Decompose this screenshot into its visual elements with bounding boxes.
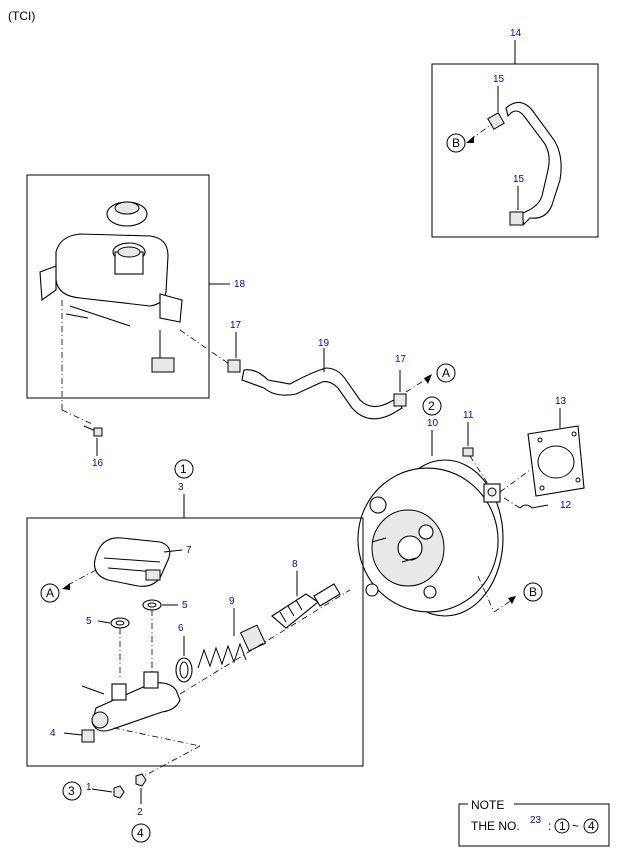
note-title: NOTE	[471, 798, 504, 812]
note-prefix: THE NO.	[471, 819, 520, 833]
callout-13: 13	[555, 396, 567, 407]
callout-15-upper: 15	[493, 74, 505, 85]
fitting-nut-4	[81, 729, 95, 743]
master-cylinder-body	[81, 589, 351, 732]
bolt-16: 16	[83, 425, 104, 469]
variant-label: (TCI)	[8, 9, 35, 23]
callout-12: 12	[560, 500, 572, 511]
note-box: NOTE THE NO. 23 : 1 ~ 4	[458, 798, 610, 847]
piston-spring	[197, 624, 267, 669]
o-ring	[175, 657, 193, 683]
ref-b-right: B	[529, 585, 537, 599]
hose-clamp-lower	[509, 211, 524, 226]
note-range-from: 1	[559, 819, 566, 833]
clamp-17-left	[227, 359, 241, 373]
callout-1: 1	[86, 782, 92, 793]
note-tilde: ~	[572, 819, 579, 833]
callout-10: 10	[427, 418, 439, 429]
vacuum-hose	[505, 101, 562, 225]
reservoir-tank	[55, 233, 169, 307]
hose-19	[241, 367, 403, 420]
callout-4: 4	[50, 728, 56, 739]
clamp-17-right	[393, 393, 407, 407]
callout-17-left: 17	[230, 320, 242, 331]
callout-17-right: 17	[395, 354, 407, 365]
seal-5-left	[110, 617, 130, 629]
callout-8: 8	[292, 559, 298, 570]
group-1-marker: 1	[180, 462, 187, 476]
note-range-to: 4	[588, 819, 595, 833]
seal-5-right	[142, 599, 162, 611]
hose-assembly-box: 14 15 15 B	[431, 28, 599, 238]
reservoir-assembly-box: 18	[26, 174, 246, 425]
ref-b-box: B	[452, 136, 460, 150]
booster-gasket	[527, 425, 585, 497]
callout-16: 16	[92, 458, 104, 469]
callout-19: 19	[318, 338, 330, 349]
group-3-marker: 3	[68, 784, 75, 798]
level-sensor-connector	[151, 357, 175, 373]
ref-a-left: A	[46, 586, 54, 600]
callout-7: 7	[186, 545, 192, 556]
callout-11: 11	[463, 410, 474, 421]
brake-booster: 2 10 B	[357, 396, 543, 617]
callout-2: 2	[137, 807, 143, 818]
clip-12	[519, 504, 549, 509]
bottom-fasteners: 3 1 2 4	[62, 773, 151, 843]
callout-9: 9	[229, 596, 235, 607]
callout-5-right: 5	[182, 600, 188, 611]
booster-fittings: 11 13 12	[462, 396, 585, 511]
note-separator: :	[548, 819, 551, 833]
callout-3: 3	[178, 482, 184, 493]
primary-piston	[271, 583, 341, 629]
group-2-marker: 2	[428, 399, 435, 413]
ref-a-top: A	[442, 366, 450, 380]
nut-2	[135, 773, 147, 787]
callout-6: 6	[178, 623, 184, 634]
callout-14: 14	[510, 28, 522, 39]
note-number: 23	[530, 815, 542, 826]
callout-18: 18	[234, 279, 246, 290]
hose-19-group: 17 19 17 A	[179, 320, 456, 420]
callout-15-lower: 15	[513, 174, 525, 185]
nut-1	[113, 785, 125, 799]
callout-5-left: 5	[86, 616, 92, 627]
master-cylinder-box: 1 3 7 A 5 5 6 9	[26, 459, 364, 777]
hose-clamp-upper	[487, 112, 505, 130]
group-4-marker: 4	[137, 826, 144, 840]
